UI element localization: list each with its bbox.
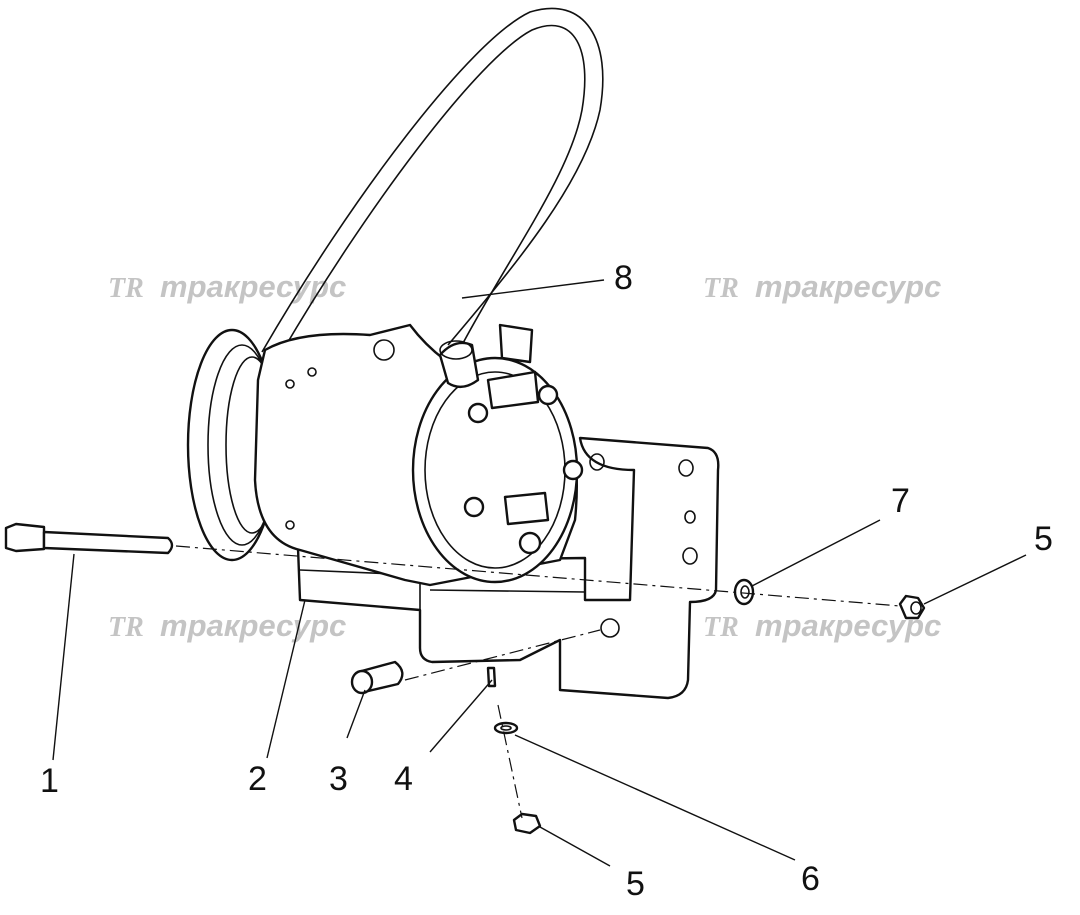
washer-lower <box>493 721 519 735</box>
watermark-top-right: TR тракресурс <box>703 269 941 304</box>
watermark-logo: TR <box>108 612 144 643</box>
callouts: 1 2 3 4 5 5 6 7 8 <box>40 259 1053 903</box>
washer-upper <box>733 578 755 606</box>
callout-5-lower: 5 <box>626 865 645 903</box>
callout-4: 4 <box>394 760 413 798</box>
callout-5-upper: 5 <box>1034 520 1053 558</box>
watermark-logo: TR <box>703 273 739 304</box>
watermark-top-left: TR тракресурс <box>108 269 346 304</box>
nut-upper <box>898 594 926 620</box>
watermark-logo: TR <box>108 273 144 304</box>
callout-6: 6 <box>801 860 820 898</box>
watermark-logo: TR <box>703 612 739 643</box>
callout-3: 3 <box>329 760 348 798</box>
callout-1: 1 <box>40 762 59 800</box>
callout-8: 8 <box>614 259 633 297</box>
drive-belt <box>261 7 604 353</box>
spacer-bushing <box>350 660 404 695</box>
nut-lower <box>512 812 542 835</box>
leader-lines <box>52 279 1027 867</box>
watermark-text: тракресурс <box>755 269 941 304</box>
assembly-axis-lines <box>175 545 901 819</box>
long-bolt <box>4 522 174 555</box>
watermark-text: тракресурс <box>160 608 346 643</box>
stud-pin <box>486 666 497 688</box>
callout-2: 2 <box>248 760 267 798</box>
watermark-text: тракресурс <box>160 269 346 304</box>
compressor <box>186 323 584 587</box>
callout-7: 7 <box>891 482 910 520</box>
watermark-bottom-left: TR тракресурс <box>108 608 346 643</box>
